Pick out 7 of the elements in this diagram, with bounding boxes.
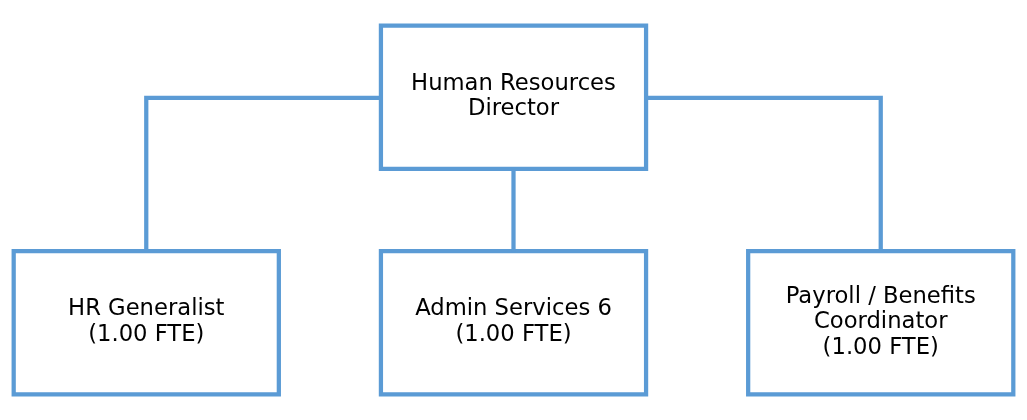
node-box: HR Generalist (1.00 FTE) — [11, 249, 281, 397]
node-box: Admin Services 6 (1.00 FTE) — [378, 249, 649, 397]
connector — [144, 95, 381, 251]
connector — [646, 95, 883, 251]
node-box: Human Resources Director — [378, 23, 649, 171]
node-box: Payroll / Benefits Coordinator (1.00 FTE) — [746, 249, 1016, 397]
connector — [511, 169, 516, 252]
